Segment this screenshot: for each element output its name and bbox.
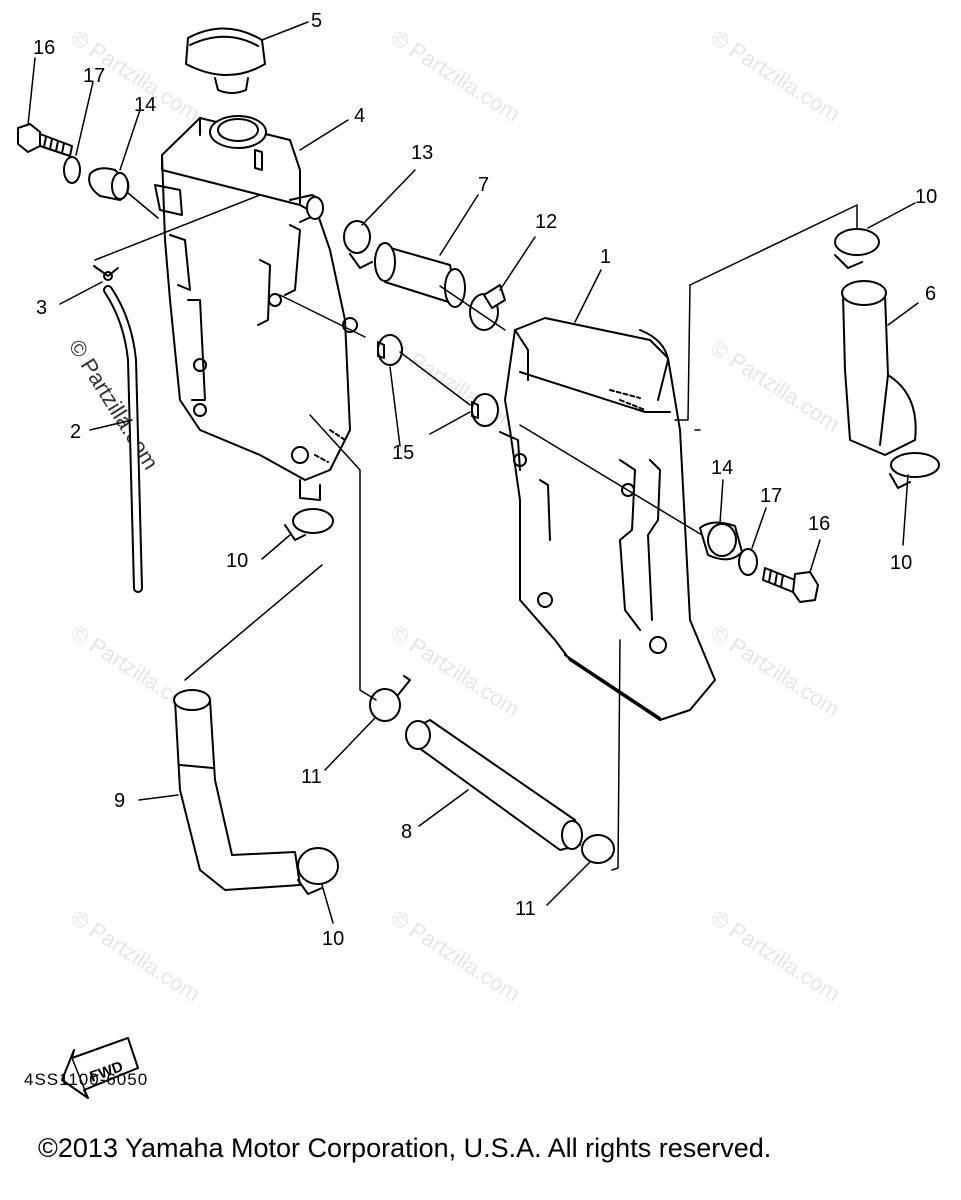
hose-clamp-10-right [889,452,940,489]
washer-right [738,548,758,576]
hose-clamp-12 [469,284,506,331]
callout-9: 9 [114,790,126,812]
assembly-lines [94,192,858,871]
callout-10: 10 [890,552,913,574]
leader-lines [27,21,919,924]
lower-hose-middle [405,719,583,851]
callout-17: 17 [83,65,106,87]
callout-11: 11 [301,766,322,788]
callout-4: 4 [354,105,366,127]
lower-hose-left [173,689,301,891]
radiator-cap [185,27,266,94]
short-hose [374,242,466,308]
left-radiator [154,115,358,501]
forward-direction-arrow [61,1037,139,1099]
callout-10: 10 [322,928,345,950]
bolt-left [17,123,73,157]
callout-10: 10 [226,550,249,572]
callout-3: 3 [36,297,48,319]
callout-17: 17 [760,485,783,507]
callout-11: 11 [515,898,536,920]
callout-2: 2 [70,421,82,443]
hose-clamp-11-upper [369,675,411,722]
callout-15: 15 [392,442,415,464]
callout-8: 8 [401,821,413,843]
hose-clamp-10-left [284,508,334,541]
callout-14: 14 [711,457,734,479]
hose-clamp-10-top [834,228,880,269]
hose-clamp-10-bottom [297,847,339,895]
callout-12: 12 [535,211,558,233]
washer-left [63,156,81,184]
callout-5: 5 [311,10,323,32]
grommet-left [88,167,130,201]
callout-13: 13 [411,142,434,164]
callout-1: 1 [600,246,612,268]
grommet-right [699,521,743,561]
hose-clip [93,265,119,281]
callout-16: 16 [808,513,831,535]
hose-clamp-11-lower [581,834,615,864]
copyright-notice: ©2013 Yamaha Motor Corporation, U.S.A. A… [38,1133,772,1163]
callout-7: 7 [478,174,490,196]
right-radiator [499,317,716,721]
grommet-15-lower [471,393,499,427]
callout-6: 6 [925,283,937,305]
callout-10: 10 [915,186,938,208]
upper-hose-right [841,280,917,456]
grommet-15-upper [377,334,403,366]
bolt-right [762,567,819,603]
callout-16: 16 [33,37,56,59]
hose-clamp-13 [343,220,373,269]
part-code: 4SS1100-6050 [24,1070,149,1089]
callout-14: 14 [134,94,157,116]
